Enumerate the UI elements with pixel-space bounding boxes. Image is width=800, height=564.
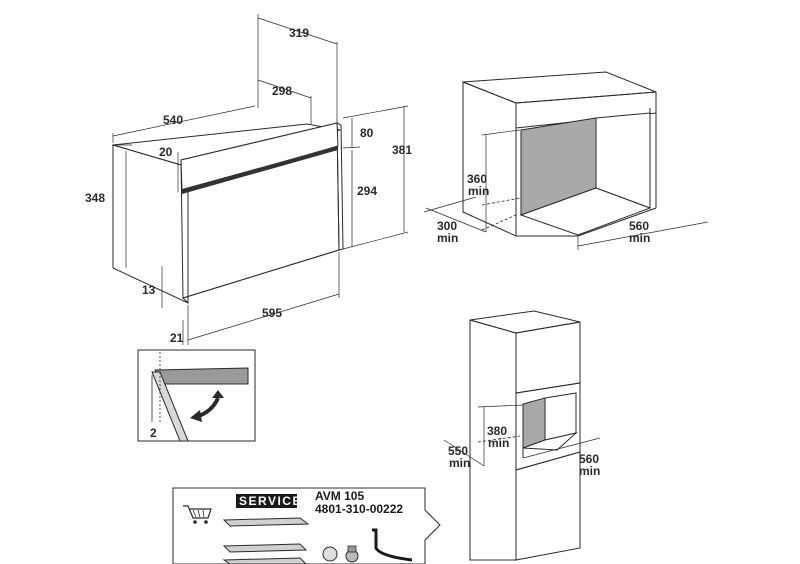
cabinet-niche-drawing — [462, 71, 657, 237]
column-niche-drawing — [469, 310, 581, 561]
oven-drawing — [112, 122, 344, 304]
column-width-label: 560 — [579, 452, 599, 466]
dim-offset-front: 21 — [170, 331, 184, 345]
cabinet-niche-dims — [423, 129, 709, 250]
dim-depth-total: 319 — [289, 26, 309, 40]
oven-dimension-lines — [112, 14, 409, 345]
dim-height-panel-top: 80 — [360, 126, 374, 140]
niche-height-label: 360 — [467, 172, 487, 186]
detail-box — [137, 349, 256, 442]
dim-height-total: 381 — [392, 143, 412, 157]
service-badge: SERVICE — [239, 494, 302, 508]
dim-offset-top: 20 — [159, 145, 173, 159]
niche-width-min: min — [629, 231, 650, 245]
shopping-cart-icon — [183, 505, 212, 524]
column-height-label: 380 — [487, 424, 507, 438]
service-model: AVM 105 — [315, 489, 364, 503]
dim-width-front: 595 — [262, 306, 282, 320]
niche-height-min: min — [468, 184, 489, 198]
dim-width-body: 540 — [163, 113, 183, 127]
service-box — [172, 487, 441, 564]
service-code: 4801-310-00222 — [315, 502, 403, 516]
dim-height-panel: 294 — [357, 184, 377, 198]
spare-parts-icons — [222, 517, 413, 564]
column-niche-dims — [443, 404, 601, 467]
niche-depth-min: min — [437, 231, 458, 245]
column-depth-min: min — [449, 456, 470, 470]
niche-width-label: 560 — [629, 219, 649, 233]
detail-gap-label: 2 — [150, 426, 157, 440]
dim-height-body: 348 — [85, 191, 105, 205]
dim-offset-bottom: 13 — [142, 283, 156, 297]
column-height-min: min — [488, 436, 509, 450]
dim-depth-body: 298 — [272, 84, 292, 98]
niche-depth-label: 300 — [437, 219, 457, 233]
column-width-min: min — [579, 464, 600, 478]
column-depth-label: 550 — [448, 444, 468, 458]
